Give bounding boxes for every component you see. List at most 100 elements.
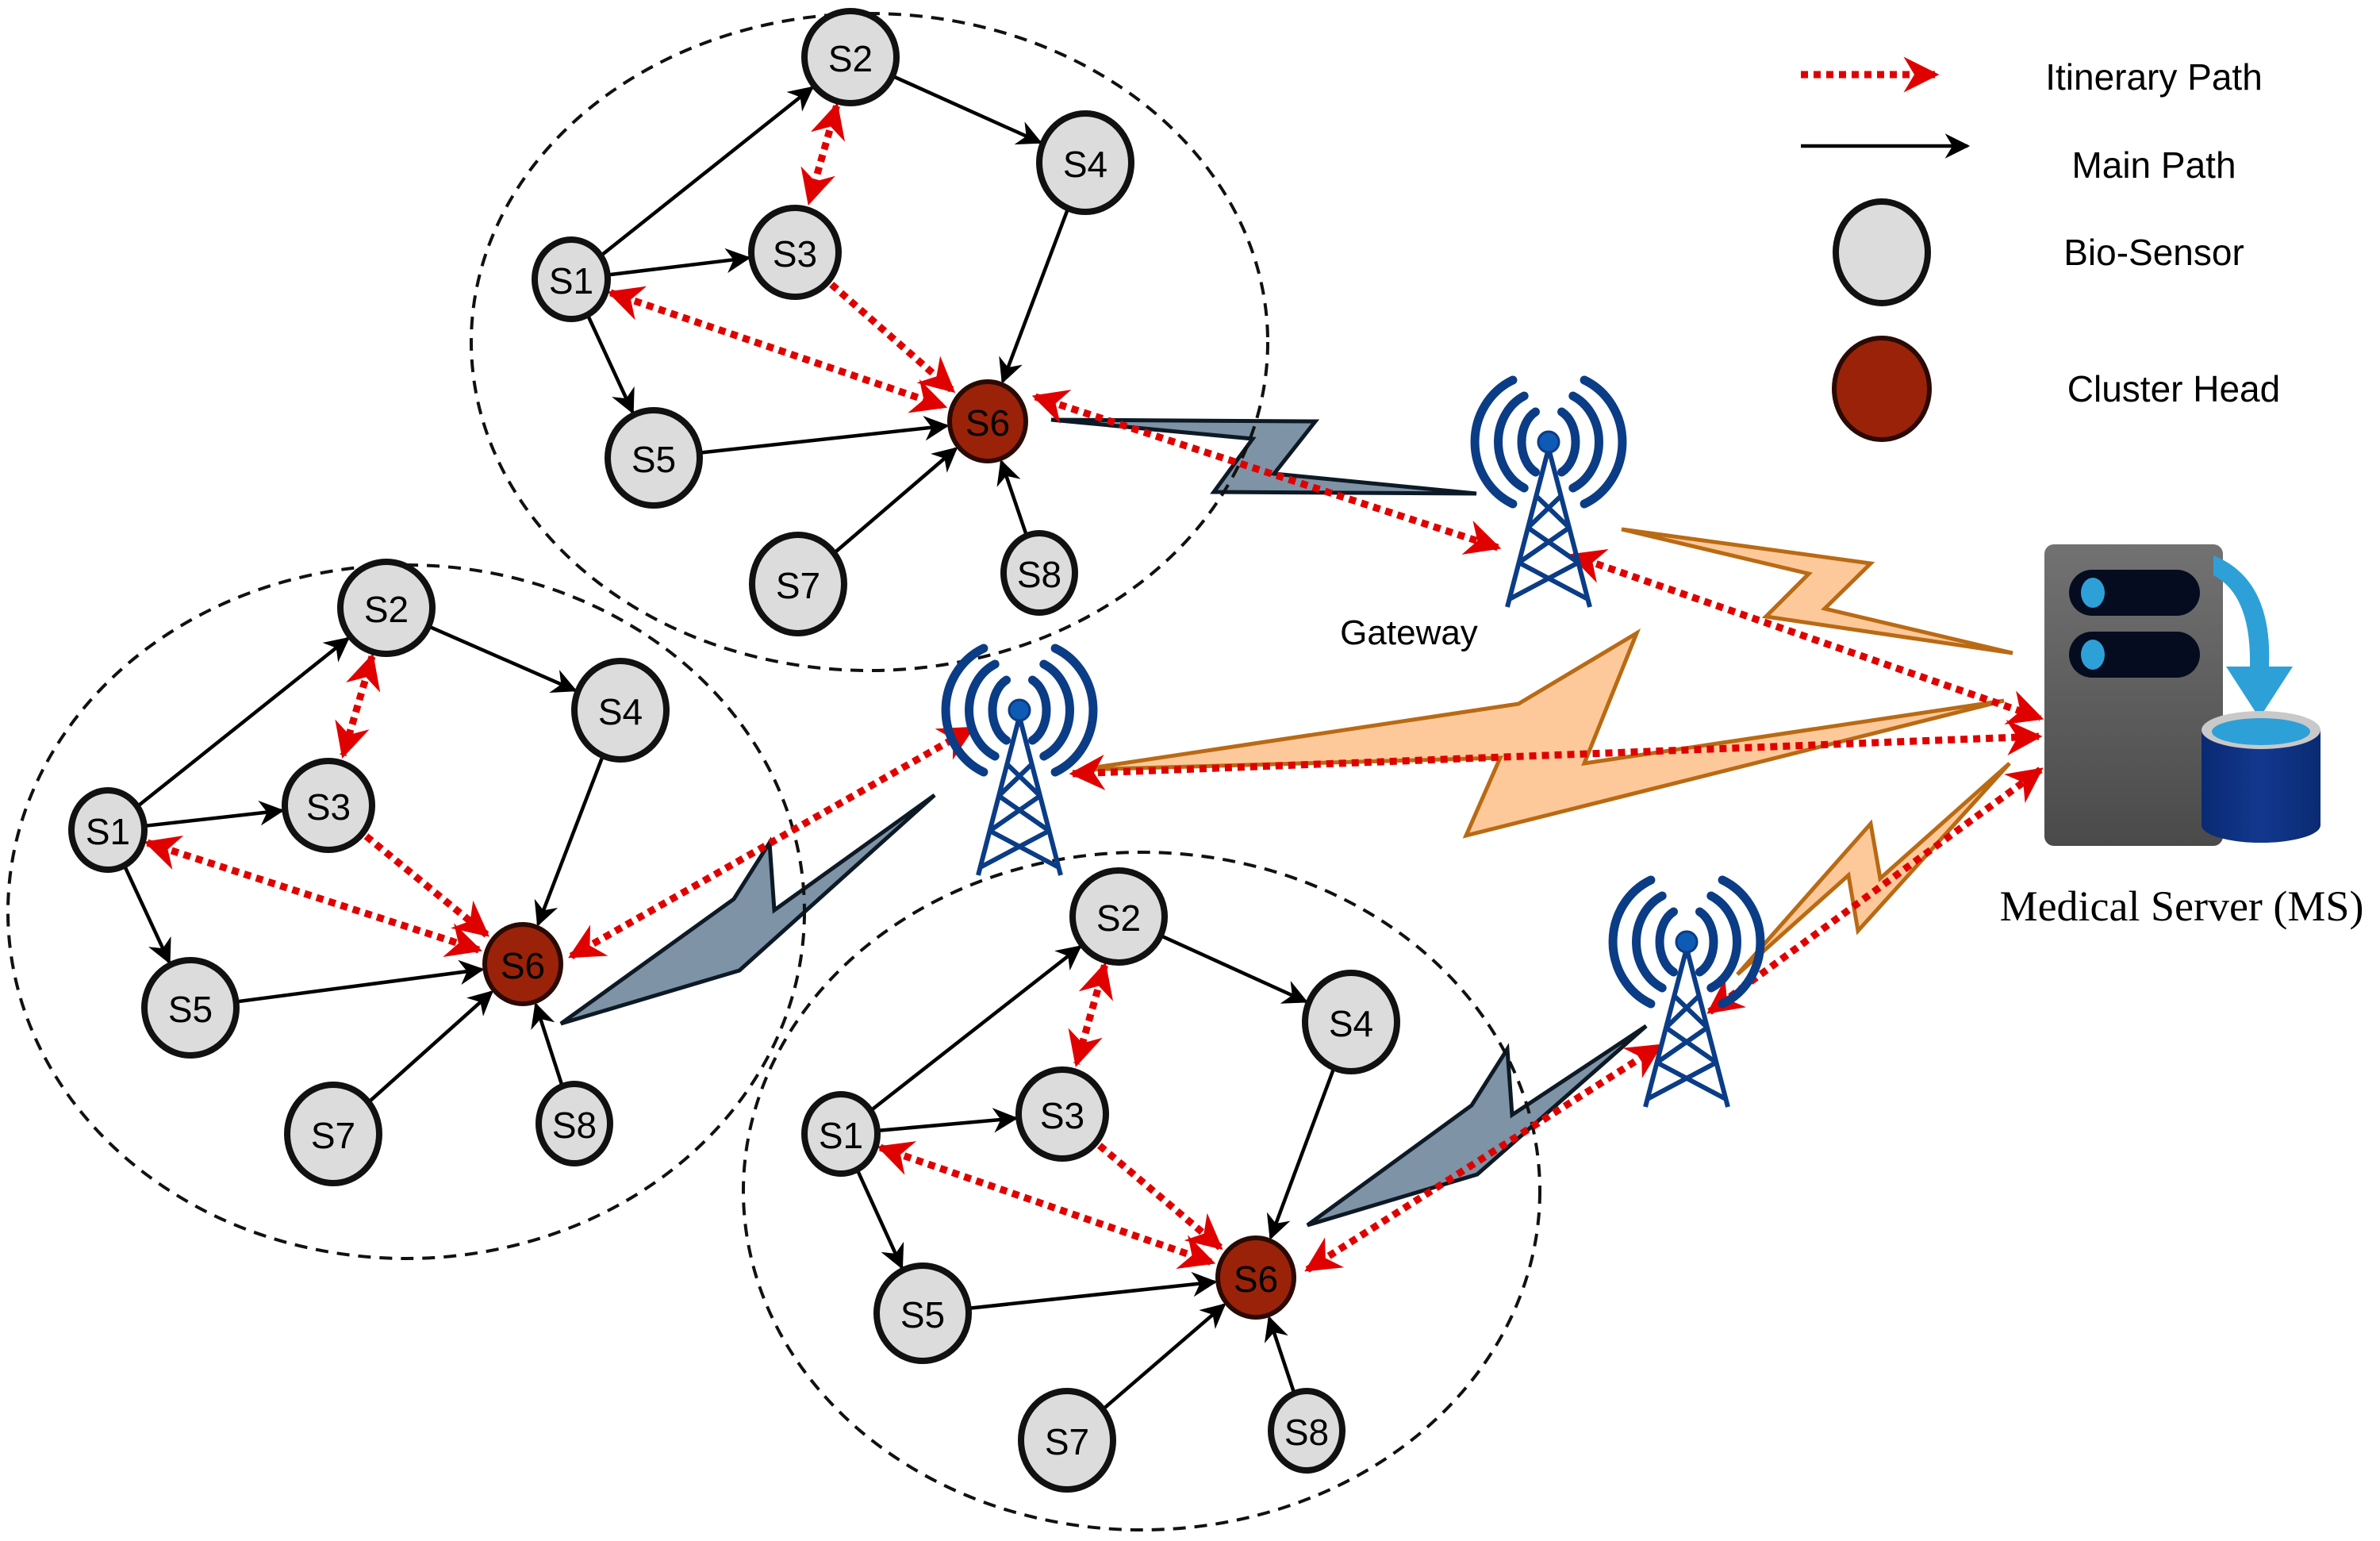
itinerary-path-S1-S6 [144, 836, 482, 958]
bio-sensor-s3[interactable]: S3 [748, 205, 842, 300]
antenna-icon [1537, 430, 1560, 454]
cluster-head-s6[interactable]: S6 [947, 379, 1028, 463]
node-label: S4 [598, 691, 643, 732]
antenna-icon [1675, 930, 1699, 954]
main-path-S5-S6 [237, 959, 485, 1004]
bio-sensor-s5[interactable]: S5 [605, 407, 703, 509]
bio-sensor-s7[interactable]: S7 [284, 1082, 382, 1186]
tower-lattice [976, 716, 1063, 876]
node-label: S6 [501, 945, 545, 986]
bio-sensor-circle [1015, 1066, 1109, 1162]
node-label: S5 [900, 1294, 945, 1335]
bio-sensor-s4[interactable]: S4 [571, 658, 670, 763]
signal-wave-icon [1517, 407, 1540, 477]
cluster-head-s6[interactable]: S6 [1215, 1235, 1296, 1320]
main-path-S8-S6 [996, 459, 1028, 536]
legend-item-main: Main Path [1801, 133, 2236, 186]
legend-label-sensor: Bio-Sensor [2063, 232, 2244, 273]
tower-lattice [1643, 947, 1730, 1108]
antenna-icon [1008, 698, 1031, 722]
main-path-S1-S3 [608, 248, 751, 277]
signal-wave-icon [1028, 675, 1051, 745]
bio-sensor-circle [141, 957, 240, 1059]
node-label: S5 [631, 439, 676, 480]
cluster-head-s6[interactable]: S6 [482, 922, 563, 1006]
backhaul-link-bottom [1736, 762, 2011, 976]
signal-wave-icon [1718, 875, 1765, 1009]
bio-sensor-s1[interactable]: S1 [532, 236, 611, 322]
bio-sensor-circle [284, 1082, 382, 1186]
node-label: S1 [819, 1115, 863, 1156]
node-label: S4 [1329, 1003, 1373, 1044]
node-label: S5 [168, 989, 213, 1030]
itinerary-path-S2-S3 [335, 653, 381, 759]
gateway-tower-top[interactable] [1470, 375, 1627, 608]
cluster-head-circle [947, 379, 1028, 463]
brown-circle-icon [1832, 336, 1932, 442]
itinerary-path-S2-S3 [800, 102, 846, 206]
bio-sensor-s7[interactable]: S7 [1018, 1388, 1116, 1493]
legend: Itinerary Path Main Path Bio-Sensor Clus… [1801, 56, 2280, 442]
database-icon [2202, 711, 2320, 843]
sync-arrow-icon [2213, 555, 2293, 718]
node-label: S7 [1045, 1421, 1089, 1462]
legend-label-itinerary: Itinerary Path [2045, 56, 2263, 98]
itinerary-path-S2-S3 [1068, 962, 1113, 1067]
bio-sensor-s3[interactable]: S3 [1015, 1066, 1109, 1162]
main-path-S1-S2 [137, 636, 350, 807]
signal-wave-icon [1039, 659, 1074, 761]
signal-wave-icon [1494, 391, 1529, 493]
node-label: S7 [776, 565, 820, 606]
main-path-S7-S6 [1103, 1303, 1226, 1410]
main-path-S1-S2 [601, 86, 814, 256]
bio-sensor-circle [873, 1262, 972, 1364]
cluster-boundary [470, 12, 1269, 672]
bio-sensor-circle [1018, 1388, 1116, 1493]
bio-sensor-s8[interactable]: S8 [536, 1081, 613, 1166]
bio-sensor-s8[interactable]: S8 [1000, 530, 1078, 616]
bio-sensor-s4[interactable]: S4 [1302, 970, 1400, 1074]
node-label: S3 [1040, 1095, 1084, 1136]
node-label: S8 [552, 1105, 597, 1146]
gateways [941, 375, 1765, 1108]
bio-sensor-s5[interactable]: S5 [873, 1262, 972, 1364]
server-drive-1 [2069, 570, 2200, 616]
server-cabinet [2044, 544, 2223, 846]
node-label: S4 [1063, 144, 1107, 185]
bio-sensor-circle [749, 532, 847, 636]
main-path-S2-S4 [1161, 934, 1308, 1004]
bio-sensor-circle [801, 1091, 881, 1177]
itinerary-path-S3-S6 [1097, 1143, 1223, 1251]
server-drive-2-led [2081, 640, 2105, 670]
itinerary-head-bottom-to-gateway [1304, 1043, 1663, 1273]
bio-sensor-s2[interactable]: S2 [1069, 867, 1168, 966]
bio-sensor-s2[interactable]: S2 [337, 559, 436, 657]
node-label: S2 [828, 38, 873, 79]
signal-wave-icon [941, 644, 988, 777]
itinerary-head-top-to-gateway [1031, 390, 1502, 555]
node-label: S1 [86, 811, 130, 852]
bio-sensor-s8[interactable]: S8 [1268, 1388, 1345, 1474]
bio-sensor-s4[interactable]: S4 [1036, 110, 1134, 215]
gateway-tower-left[interactable] [941, 644, 1098, 876]
bio-sensor-s1[interactable]: S1 [801, 1091, 881, 1177]
bio-sensor-s3[interactable]: S3 [282, 758, 375, 853]
bio-sensor-s7[interactable]: S7 [749, 532, 847, 636]
gateway-tower-bottom[interactable] [1608, 875, 1765, 1108]
grey-circle-icon [1833, 198, 1931, 306]
signal-wave-icon [965, 659, 1000, 761]
bio-sensor-s2[interactable]: S2 [801, 8, 900, 106]
bio-sensor-s5[interactable]: S5 [141, 957, 240, 1059]
main-path-S1-S5 [586, 315, 635, 415]
signal-wave-icon [1706, 891, 1741, 993]
medical-server: Medical Server (MS) [2000, 544, 2363, 930]
itinerary-gateway-bottom-to-server [1706, 767, 2044, 1015]
server-drive-1-led [2081, 578, 2105, 608]
bio-sensor-circle [748, 205, 842, 300]
signal-wave-icon [1568, 391, 1603, 493]
main-path-S7-S6 [368, 990, 493, 1103]
bio-sensor-s1[interactable]: S1 [68, 787, 148, 873]
bio-sensor-circle [337, 559, 436, 657]
